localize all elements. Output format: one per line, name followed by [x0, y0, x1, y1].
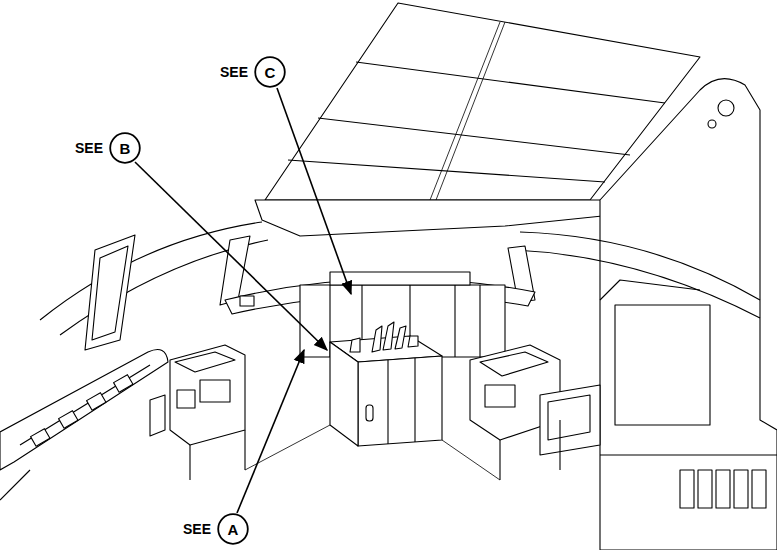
see-label: SEE — [183, 521, 211, 537]
callout-circle: A — [217, 513, 249, 545]
callout-circle: C — [254, 56, 286, 88]
see-label: SEE — [220, 64, 248, 80]
callout-letter: A — [228, 521, 239, 538]
callout-circle: B — [109, 132, 141, 164]
callout-letter: C — [265, 64, 276, 81]
callout-letter: B — [120, 140, 131, 157]
see-label: SEE — [75, 140, 103, 156]
